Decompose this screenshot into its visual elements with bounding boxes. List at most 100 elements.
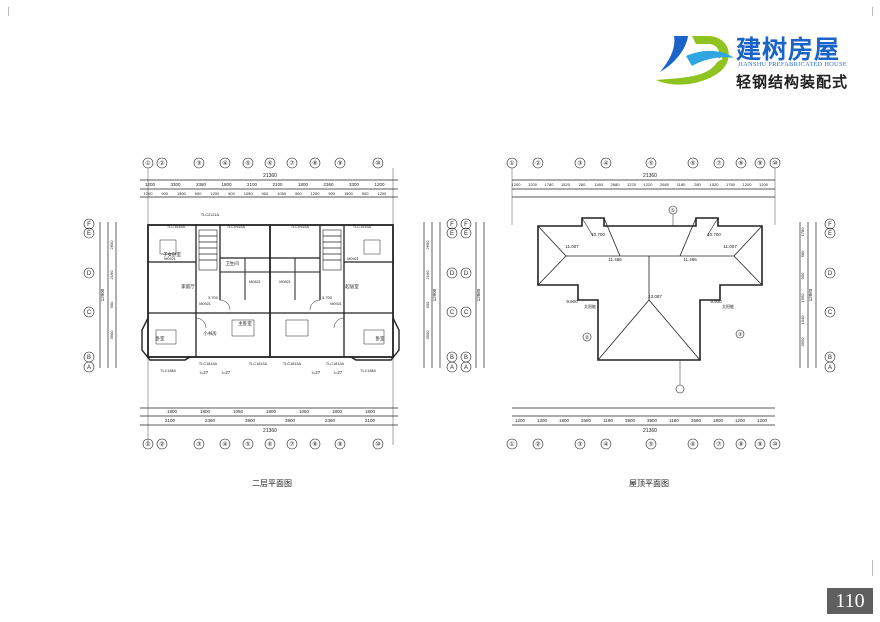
axis-top-8: ⑨ [337,160,342,167]
dim-top-a-9: 1200 [374,182,385,187]
roof-dim-bottom-6: 3900 [647,418,658,423]
roof-axis-right-2-bubble [824,267,836,279]
roof-axis-top-4-bubble [645,157,657,169]
door-tag-0: M0921 [164,257,176,261]
roof-axis-left-3-bubble [460,306,472,318]
roof-section-mark-1: ② [585,335,590,341]
room-label-6: 家庭厅 [181,283,195,290]
roof-axis-bottom-8: ⑨ [757,441,762,448]
dim-bottom-a-0: 1800 [167,409,178,414]
roof-axis-top-4: ⑤ [648,160,653,167]
axis-left-5: A [87,365,91,371]
axis-bottom-7: ⑧ [312,441,317,448]
axis-left-2: D [87,271,92,277]
axis-bottom-5: ⑥ [267,441,272,448]
roof-dim-bottom-3: 2680 [581,418,592,423]
roof-axis-right-1: E [828,231,832,237]
dim-top-b-9: 900 [295,191,302,196]
door-tag-5: M0921 [347,257,359,261]
roof-axis-bottom-9-bubble [769,438,781,450]
roof-plan-caption: 屋顶平面图 [629,479,669,488]
dim-top-b-7: 900 [262,191,269,196]
roof-axis-top-1: ② [535,160,540,167]
roof-axis-top-2: ③ [577,160,582,167]
dim-left-0: 2600 [109,240,114,250]
axis-right-1: E [450,231,454,237]
roof-axis-top-0-bubble [506,157,518,169]
roof-dim-top-7: 1220 [627,182,637,187]
roof-axis-top-7-bubble [735,157,747,169]
axis-top-6-bubble [286,157,298,169]
roof-slope-note-0: 太阳能 [584,303,596,309]
window-tag-5: TLC1813A [199,362,218,366]
roof-elevation-7: 9.900 [566,299,578,304]
room-label-4: 小书房 [203,330,217,337]
roof-axis-top-7: ⑧ [738,160,743,167]
roof-axis-left-0: F [464,222,468,228]
room-label-1: 卧室 [156,335,165,342]
page-number: 110 [827,588,873,614]
roof-dim-top-14: 1200 [743,182,753,187]
axis-right-2: D [450,271,455,277]
stair-label-2: i=27 [312,370,321,375]
roof-dim-top-4: 280 [579,182,586,187]
window-tag-8: TLC1813A [326,362,345,366]
roof-axis-bottom-8-bubble [754,438,766,450]
roof-axis-right-3: C [828,310,833,316]
axis-top-1: ② [159,160,164,167]
axis-top-7: ⑧ [312,160,317,167]
roof-dim-bottom-10: 1200 [735,418,746,423]
window-tag-6: TLC1813A [249,362,268,366]
room-label-2: 卫生间 [225,260,239,267]
roof-dim-right-2: 900 [800,272,805,279]
roof-dim-bottom-1: 1200 [537,418,548,423]
axis-top-0: ① [145,160,150,167]
roof-dim-right-4: 1940 [800,315,805,325]
roof-dim-bottom-5: 3900 [625,418,636,423]
dim-top-a-0: 1200 [145,182,156,187]
dim-bottom-b-3: 3900 [285,418,296,423]
brand-logo [656,36,734,85]
dim-bottom-b-1: 2360 [205,418,216,423]
axis-left-0-bubble [83,218,95,230]
dim-top-b-0: 1200 [144,191,154,196]
roof-dim-right-5: 3900 [800,337,805,347]
dim-total-bottom: 21360 [263,428,277,434]
axis-left-5-bubble [83,361,95,373]
roof-axis-bottom-2-bubble [574,438,586,450]
window-tag-2: TLC0915A [227,225,246,229]
roof-axis-top-8-bubble [754,157,766,169]
roof-axis-bottom-3-bubble [600,438,612,450]
dim-height-right: 12900 [432,288,437,301]
roof-axis-top-9: ⑩ [772,160,777,167]
axis-bottom-9-bubble [372,438,384,450]
axis-left-0: F [87,222,91,228]
stair-label-3: i=27 [334,370,343,375]
axis-bottom-3: ④ [222,441,227,448]
axis-left-3: C [87,310,92,316]
roof-dim-top-5: 1180 [594,182,603,187]
dim-height-left: 12900 [100,288,105,301]
roof-dim-top-12: 1520 [710,182,720,187]
axis-right-3: C [450,310,455,316]
dim-top-b-11: 900 [328,191,335,196]
dim-top-b-6: 1050 [244,191,254,196]
dim-top-b-8: 1050 [277,191,287,196]
roof-axis-top-2-bubble [574,157,586,169]
axis-right-4: B [450,355,454,361]
roof-section-mark-2: ③ [738,332,743,338]
axis-left-2-bubble [83,267,95,279]
door-tag-4: M0921 [330,302,342,306]
door-tag-3: M0821 [279,280,291,284]
room-label-7: 起居室 [345,283,359,290]
roof-axis-top-5-bubble [687,157,699,169]
brand-name: 建树房屋 [736,35,841,64]
second-floor-caption: 二层平面图 [252,479,292,488]
roof-dim-top-11: 280 [694,182,701,187]
roof-axis-right-2: D [828,271,833,277]
axis-right-2-bubble [446,267,458,279]
dim-top-a-1: 3300 [170,182,181,187]
roof-axis-bottom-2: ③ [577,441,582,448]
roof-elevation-0: 11.007 [565,244,579,249]
